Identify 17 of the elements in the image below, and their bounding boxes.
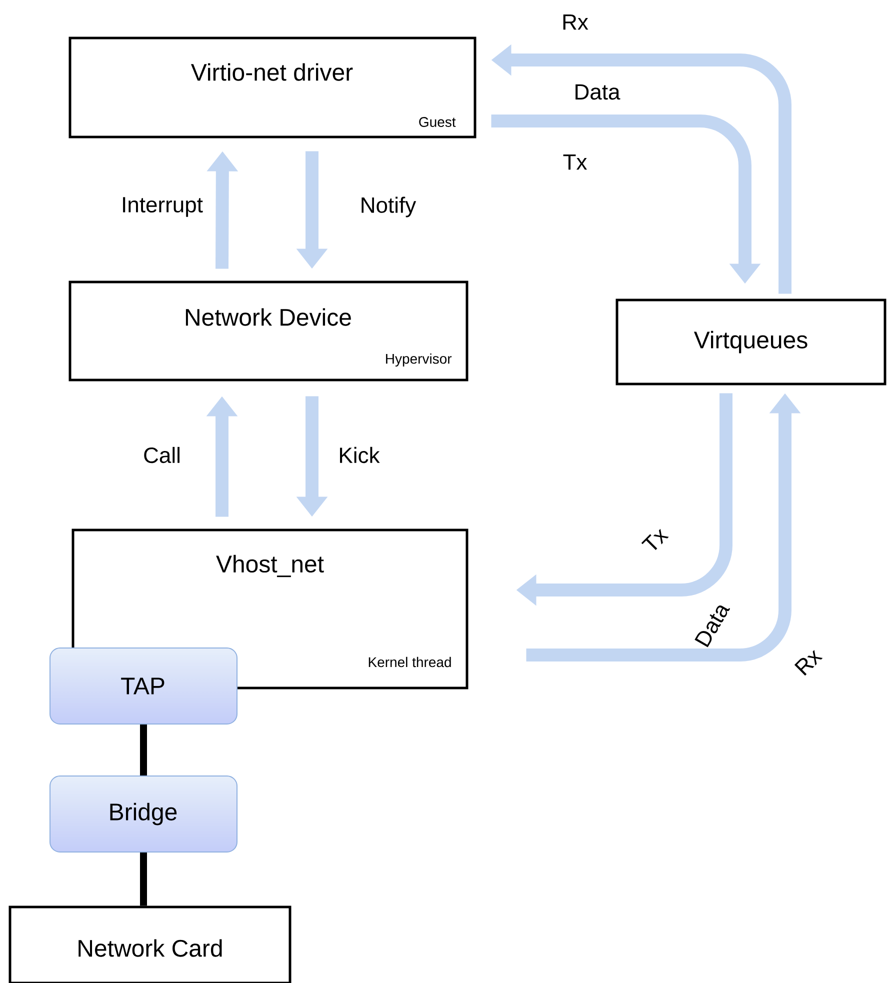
edge-label: Tx bbox=[641, 528, 669, 550]
process-box: Virtio-net driver Guest bbox=[68, 36, 476, 138]
edge-label: Interrupt bbox=[123, 197, 203, 217]
edge-label: Notify bbox=[362, 196, 416, 218]
edge-label: Rx bbox=[563, 14, 588, 30]
edge-label: Tx bbox=[563, 154, 587, 170]
process-box: Network Card bbox=[8, 906, 292, 983]
edge-label: Rx bbox=[794, 650, 823, 676]
connector-line bbox=[140, 852, 147, 906]
edge-label: Call bbox=[144, 446, 180, 464]
edge-label: Kick bbox=[340, 446, 380, 464]
rounded-box: Bridge bbox=[50, 776, 238, 852]
process-box: Virtqueues bbox=[616, 298, 886, 386]
rounded-box: TAP bbox=[50, 648, 238, 724]
connector-line bbox=[140, 724, 147, 776]
arrow-label: Data bbox=[576, 84, 620, 100]
process-box: Network Device Hypervisor bbox=[68, 280, 468, 382]
